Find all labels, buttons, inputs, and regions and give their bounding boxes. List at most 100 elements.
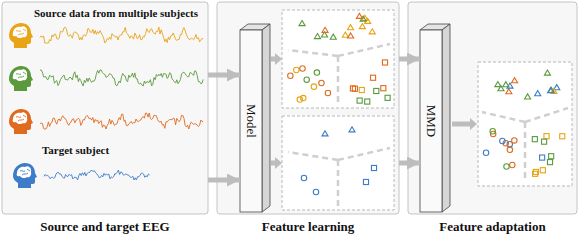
feature-point	[370, 75, 375, 80]
node-label: Source data from multiple subjects	[34, 7, 198, 19]
feature-point	[512, 78, 518, 83]
feature-point	[363, 179, 368, 184]
flow-arrow	[399, 57, 420, 62]
decision-boundary	[524, 122, 527, 182]
feature-point	[301, 175, 306, 180]
eeg-wave	[40, 27, 203, 43]
head-icon	[9, 66, 33, 91]
feature-point	[500, 138, 505, 143]
decision-boundary	[288, 152, 338, 160]
feature-point	[342, 32, 348, 37]
model-block: Model	[240, 30, 262, 212]
feature-point	[533, 169, 538, 174]
eeg-wave	[40, 70, 203, 86]
feature-space-box	[282, 10, 394, 108]
node-label: MMD	[424, 105, 438, 138]
feature-point	[535, 91, 541, 96]
feature-point	[495, 81, 501, 86]
feature-point	[385, 95, 390, 100]
feature-point	[547, 160, 552, 165]
feature-point	[510, 162, 515, 167]
feature-point	[540, 155, 545, 160]
feature-point	[365, 99, 370, 104]
node-label: Model	[244, 104, 258, 138]
decision-boundary	[525, 108, 568, 122]
node-label: Target subject	[42, 144, 109, 156]
feature-point	[560, 134, 565, 139]
feature-point	[311, 84, 316, 89]
flow-arrow	[208, 73, 240, 78]
feature-point	[299, 20, 305, 25]
feature-point	[325, 90, 330, 95]
panel: Source data from multiple subjectsTarget…	[2, 2, 208, 242]
feature-point	[525, 94, 531, 99]
flow-arrow	[271, 53, 282, 65]
feature-point	[371, 165, 376, 170]
feature-point	[507, 147, 512, 152]
panel: Feature adaptation MMD	[408, 2, 577, 242]
decision-boundary	[482, 112, 525, 122]
feature-point	[549, 154, 554, 159]
feature-point	[504, 164, 509, 169]
feature-point	[294, 67, 299, 72]
feature-point	[490, 129, 495, 134]
feature-space-box	[478, 62, 572, 186]
head-icon	[9, 109, 33, 134]
feature-space-box	[282, 116, 394, 210]
flow-arrow	[208, 178, 240, 183]
decision-boundary	[337, 56, 340, 104]
feature-point	[347, 25, 353, 30]
panel	[217, 2, 399, 214]
feature-point	[512, 138, 517, 143]
feature-point	[314, 70, 319, 75]
slab-block	[240, 24, 270, 212]
feature-point	[304, 77, 309, 82]
feature-point	[349, 127, 355, 132]
panel	[408, 2, 577, 214]
feature-point	[547, 88, 553, 93]
feature-point	[381, 86, 386, 91]
feature-point	[359, 24, 365, 29]
feature-point	[382, 60, 387, 65]
feature-point	[313, 189, 318, 194]
feature-point	[357, 98, 362, 103]
panel-caption: Source and target EEG	[2, 220, 208, 234]
feature-point	[319, 80, 324, 85]
feature-point	[348, 33, 354, 38]
feature-point	[297, 97, 302, 102]
panel: Feature learning Model	[217, 2, 399, 242]
panel	[2, 2, 208, 214]
feature-point	[503, 82, 509, 87]
feature-point	[314, 33, 320, 38]
feature-point	[532, 137, 537, 142]
panel-caption: Feature learning	[217, 220, 399, 234]
head-icon	[13, 163, 37, 188]
mmd-block: MMD	[420, 30, 442, 212]
slab-block	[420, 24, 450, 212]
flow-arrow	[452, 118, 477, 130]
flow-arrow	[399, 161, 420, 166]
feature-point	[544, 70, 550, 75]
feature-point	[542, 139, 547, 144]
feature-point	[369, 29, 375, 34]
eeg-wave	[40, 113, 203, 129]
head-icon	[9, 23, 33, 48]
feature-point	[356, 13, 362, 18]
decision-boundary	[337, 160, 340, 206]
decision-boundary	[338, 148, 390, 160]
eeg-wave	[44, 170, 150, 180]
feature-point	[540, 168, 545, 173]
feature-point	[322, 27, 328, 32]
feature-point	[288, 73, 293, 78]
panel-caption: Feature adaptation	[408, 220, 577, 234]
feature-point	[359, 87, 364, 92]
feature-point	[350, 86, 355, 91]
feature-point	[483, 150, 488, 155]
feature-point	[506, 89, 512, 94]
feature-point	[322, 131, 328, 136]
decision-boundary	[338, 44, 390, 56]
feature-point	[544, 134, 549, 139]
feature-point	[330, 34, 336, 39]
